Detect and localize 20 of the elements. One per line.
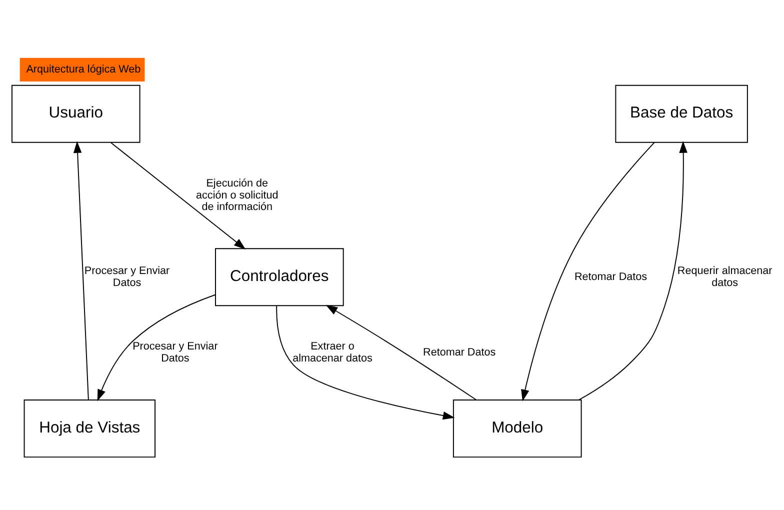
edge-label: Retomar Datos [423, 346, 496, 358]
arrow [521, 141, 655, 401]
edge-label: Procesar y Enviar Datos [84, 264, 170, 288]
node-box: Hoja de Vistas [24, 399, 156, 458]
arrow [97, 294, 216, 401]
diagram-title: Arquitectura lógica Web [26, 62, 141, 75]
arrow [276, 304, 455, 420]
arrow [326, 304, 477, 400]
arrow [73, 140, 89, 400]
edge-label: Requerir almacenar datos [677, 264, 772, 288]
edge-label: Procesar y Enviar Datos [132, 340, 218, 364]
node-box: Modelo [452, 399, 582, 458]
arrow [110, 142, 246, 249]
node-box: Usuario [11, 84, 140, 142]
edge-label: Ejecución de acción o solicitud de información [196, 176, 278, 213]
node-box: Controladores [215, 248, 344, 306]
arrow [578, 140, 688, 400]
edge-label: Retomar Datos [574, 270, 648, 282]
edge-label: Extraer o almacenar datos [292, 340, 372, 364]
node-box: Base de Datos [615, 84, 748, 142]
